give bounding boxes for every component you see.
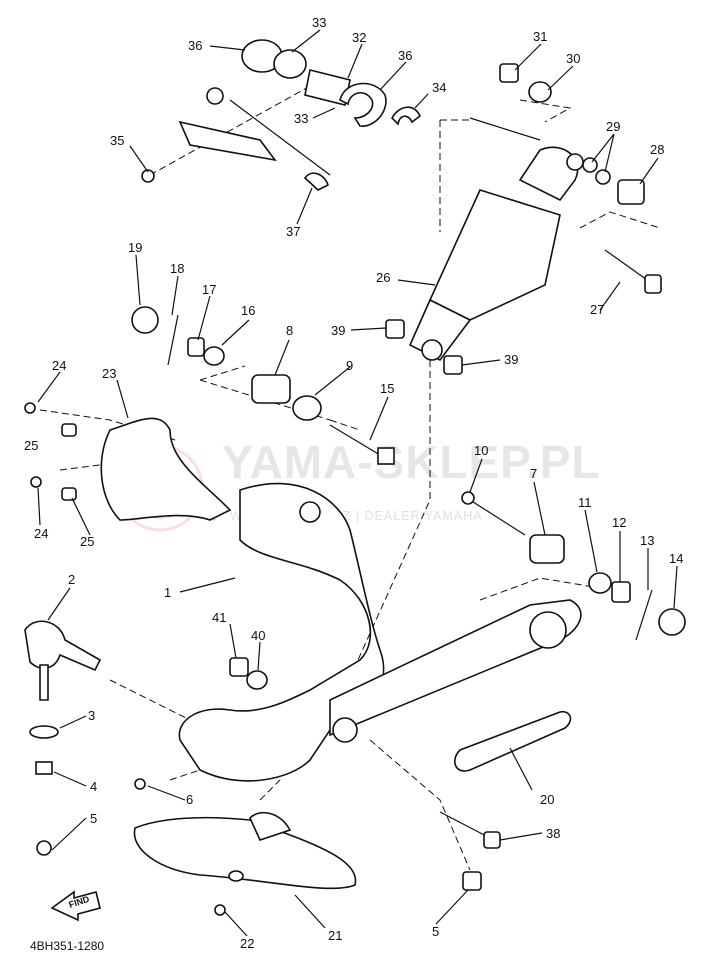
find-arrow: FIND: [50, 890, 101, 922]
shock-absorber: [408, 146, 584, 362]
callout-28: 28: [650, 142, 664, 157]
chain-guards: [100, 417, 572, 890]
callout-36-right: 36: [398, 48, 412, 63]
callout-35: 35: [110, 133, 124, 148]
callout-12: 12: [612, 515, 626, 530]
callout-2: 2: [68, 572, 75, 587]
leader-lines: [37, 29, 678, 937]
callout-5-bottom: 5: [432, 924, 439, 939]
callout-39-left: 39: [331, 323, 345, 338]
callout-10: 10: [474, 443, 488, 458]
callout-31: 31: [533, 29, 547, 44]
callout-29: 29: [606, 119, 620, 134]
callout-40: 40: [251, 628, 265, 643]
callouts: 1 2 3 4 5 5 6 7 8 9 10 11 12 13 14 15 16…: [24, 15, 683, 951]
callout-17: 17: [202, 282, 216, 297]
callout-30: 30: [566, 51, 580, 66]
callout-25-bottom: 25: [80, 534, 94, 549]
callout-5-left: 5: [90, 811, 97, 826]
callout-19: 19: [128, 240, 142, 255]
callout-33-top: 33: [312, 15, 326, 30]
callout-39-right: 39: [504, 352, 518, 367]
callout-25-top: 25: [24, 438, 38, 453]
watermark-brand: YAMA-SKLEP.PL: [222, 436, 601, 488]
callout-24-top: 24: [52, 358, 66, 373]
callout-15: 15: [380, 381, 394, 396]
callout-18: 18: [170, 261, 184, 276]
callout-27: 27: [590, 302, 604, 317]
callout-21: 21: [328, 928, 342, 943]
callout-32: 32: [352, 30, 366, 45]
callout-4: 4: [90, 779, 97, 794]
callout-37: 37: [286, 224, 300, 239]
callout-23: 23: [102, 366, 116, 381]
callout-24-bottom: 24: [34, 526, 48, 541]
callout-8: 8: [286, 323, 293, 338]
callout-9: 9: [346, 358, 353, 373]
callout-13: 13: [640, 533, 654, 548]
diagram-code: 4BH351-1280: [30, 939, 104, 953]
callout-6: 6: [186, 792, 193, 807]
small-parts: [24, 39, 686, 916]
callout-41: 41: [212, 610, 226, 625]
swingarm: [178, 482, 582, 782]
callout-11: 11: [578, 495, 592, 510]
callout-7: 7: [530, 466, 537, 481]
callout-36-left: 36: [188, 38, 202, 53]
callout-38: 38: [546, 826, 560, 841]
callout-33-mid: 33: [294, 111, 308, 126]
callout-1: 1: [164, 585, 171, 600]
callout-3: 3: [88, 708, 95, 723]
callout-14: 14: [669, 551, 683, 566]
callout-22: 22: [240, 936, 254, 951]
callout-16: 16: [241, 303, 255, 318]
callout-20: 20: [540, 792, 554, 807]
callout-26: 26: [376, 270, 390, 285]
callout-34: 34: [432, 80, 446, 95]
hoses-and-reservoir: [178, 69, 541, 176]
